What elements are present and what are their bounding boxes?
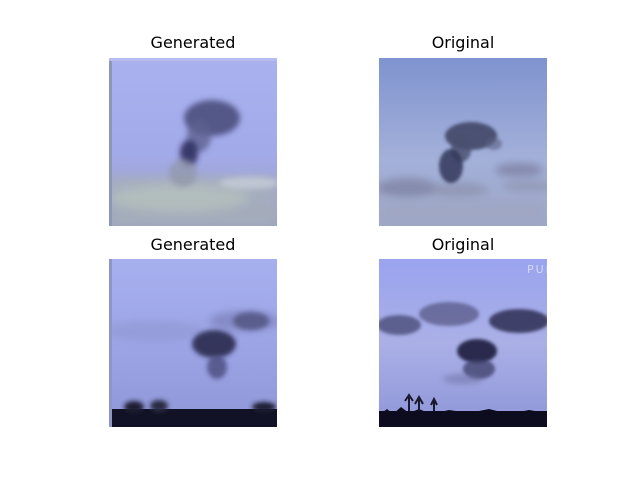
generated-image-bottom	[109, 259, 277, 427]
panel-title-original-top: Original	[431, 33, 495, 52]
watermark-text: PUL	[527, 263, 547, 276]
panel-title-generated-bottom: Generated	[150, 235, 236, 254]
original-image-bottom: PUL	[379, 259, 547, 427]
panel-title-generated-top: Generated	[150, 33, 236, 52]
original-image-top	[379, 58, 547, 226]
panel-title-original-bottom: Original	[431, 235, 495, 254]
generated-image-top	[109, 58, 277, 226]
